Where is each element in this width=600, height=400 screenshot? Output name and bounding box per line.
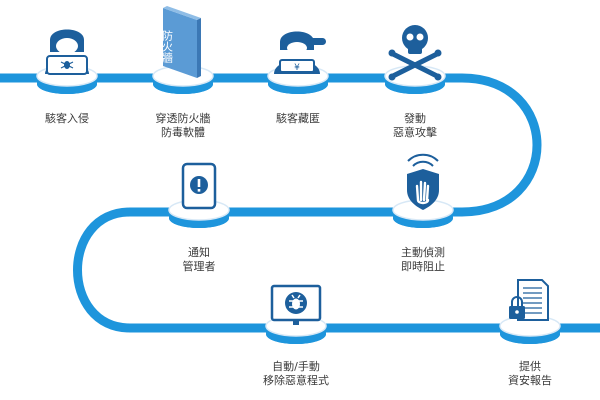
label-line: 通知 xyxy=(188,246,210,259)
step-bypass-firewall: 防火牆 xyxy=(152,6,214,94)
hacker-with-laptop-icon: ¥ xyxy=(274,31,326,74)
label-line: 穿透防火牆 xyxy=(155,112,211,125)
flow-path xyxy=(0,73,600,333)
monitor-bug-icon xyxy=(270,284,322,325)
label-line: 駭客藏匿 xyxy=(276,112,320,125)
label-line: 自動/手動 xyxy=(272,360,320,373)
label-launch-attack: 發動 惡意攻擊 xyxy=(355,112,475,140)
label-notify-admin: 通知 管理者 xyxy=(139,246,259,274)
step-launch-attack xyxy=(384,25,446,94)
disc xyxy=(384,65,446,94)
report-lock-icon xyxy=(509,279,549,321)
step-hacker-intrusion xyxy=(36,29,98,94)
label-line: 資安報告 xyxy=(508,374,552,387)
mobile-alert-icon xyxy=(181,162,217,210)
label-hacker-intrusion: 駭客入侵 xyxy=(7,112,127,126)
svg-text:¥: ¥ xyxy=(294,63,300,73)
hacker-icon xyxy=(45,29,89,75)
label-line: 主動偵測 xyxy=(401,246,445,259)
label-line: 防毒軟體 xyxy=(161,126,205,139)
label-line: 駭客入侵 xyxy=(45,112,89,125)
firewall-panel-icon: 防火牆 xyxy=(161,6,201,78)
step-detect-block xyxy=(392,153,454,228)
label-line: 管理者 xyxy=(182,260,216,273)
step-notify-admin xyxy=(168,162,230,228)
label-line: 提供 xyxy=(519,360,541,373)
label-bypass-firewall: 穿透防火牆 防毒軟體 xyxy=(123,112,243,140)
step-remove-malware xyxy=(265,284,327,344)
label-line: 即時阻止 xyxy=(401,260,445,273)
label-hacker-hide: 駭客藏匿 xyxy=(238,112,358,126)
label-line: 惡意攻擊 xyxy=(393,126,437,139)
step-hacker-hide: ¥ xyxy=(267,31,329,94)
label-line: 移除惡意程式 xyxy=(263,374,329,387)
label-remove-malware: 自動/手動 移除惡意程式 xyxy=(236,360,356,388)
label-detect-block: 主動偵測 即時阻止 xyxy=(363,246,483,274)
step-security-report xyxy=(499,279,561,344)
skull-crossbones-icon xyxy=(388,25,442,81)
firewall-panel-text: 防火牆 xyxy=(161,29,174,64)
shield-stop-hand-icon xyxy=(407,153,439,210)
label-line: 發動 xyxy=(404,112,426,125)
label-security-report: 提供 資安報告 xyxy=(470,360,590,388)
